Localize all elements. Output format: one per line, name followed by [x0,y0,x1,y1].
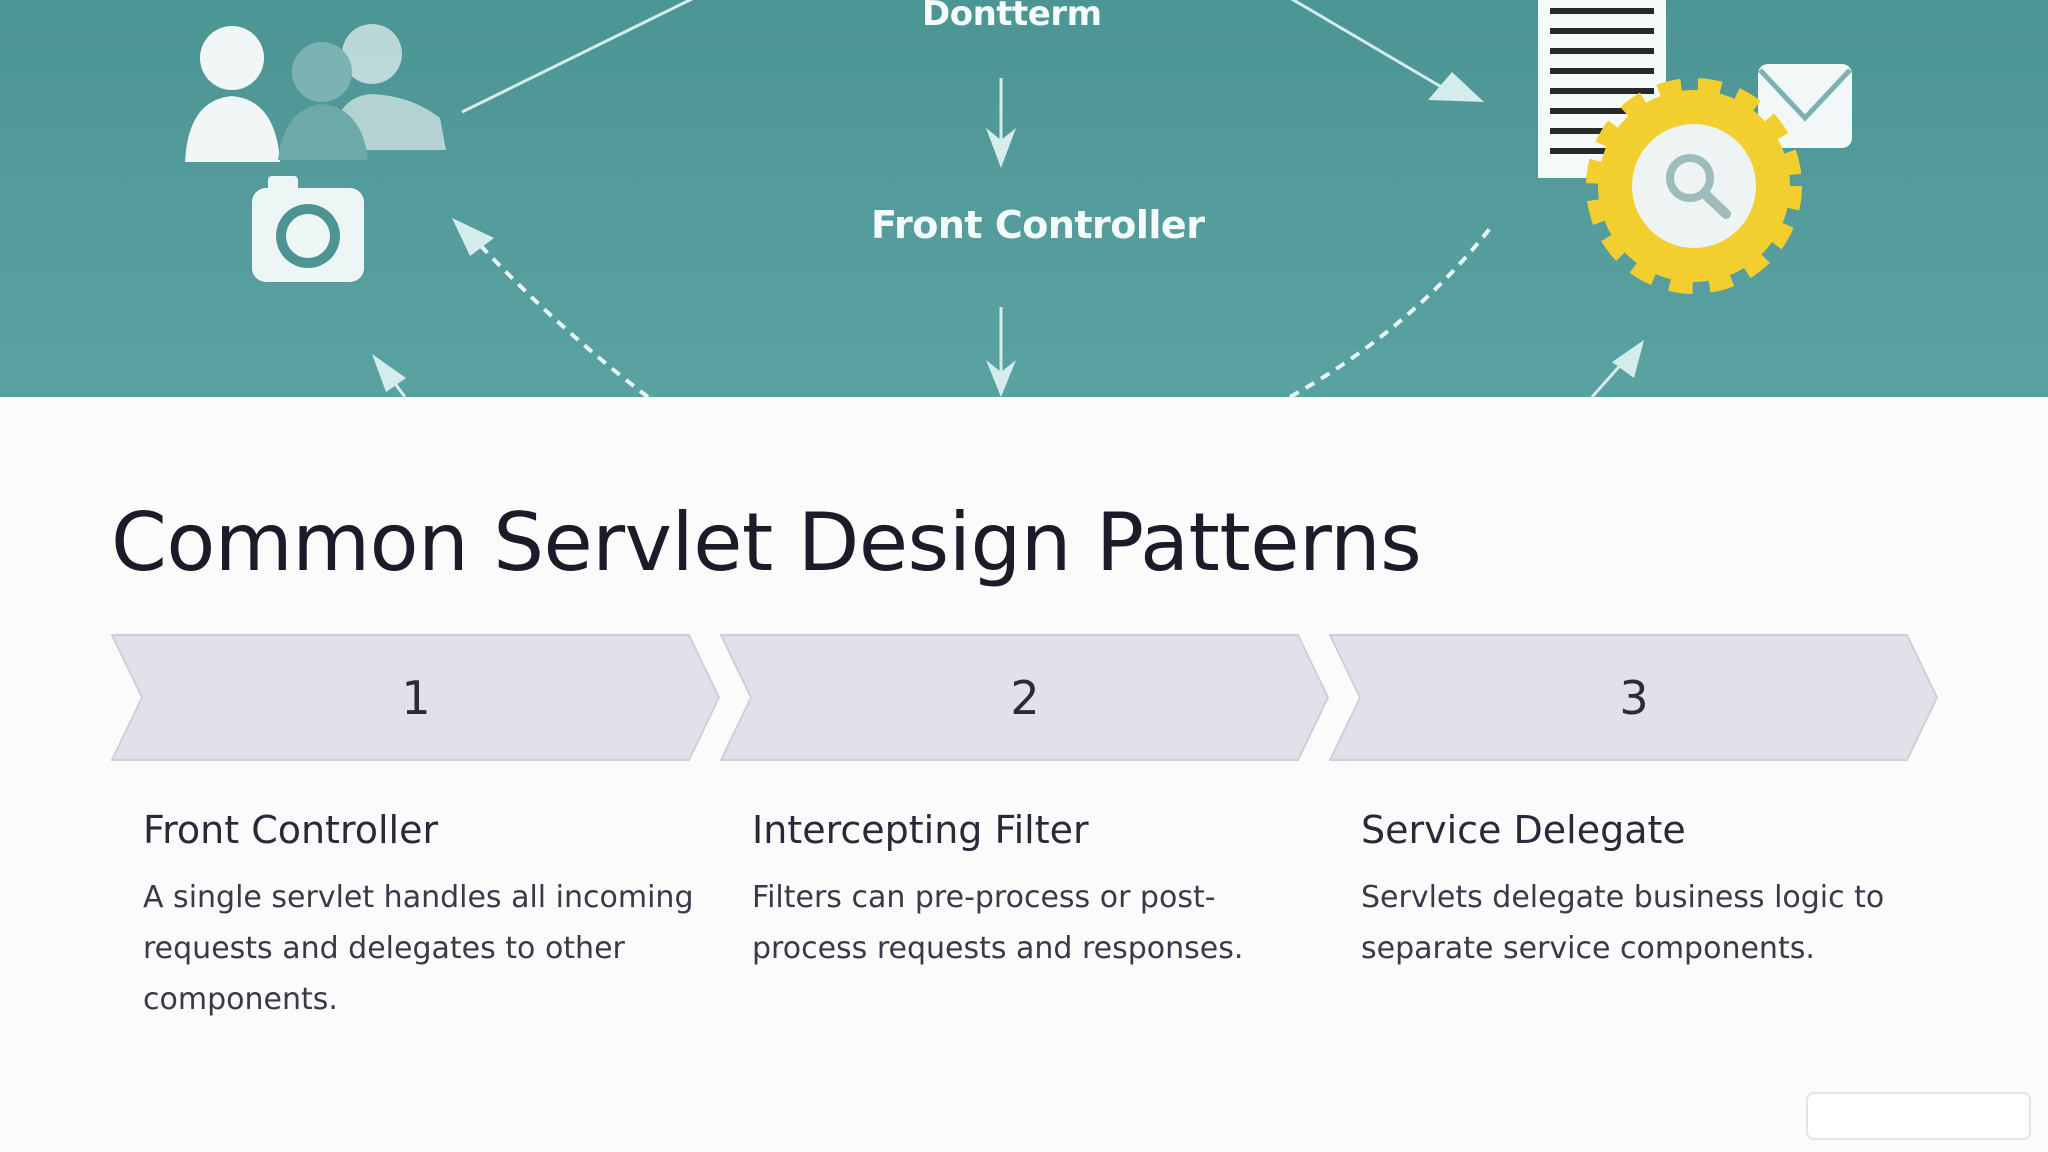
pattern-description: Filters can pre-process or post-process … [752,880,1244,966]
search-icon [1666,154,1731,219]
pattern-column-3: Service Delegate Servlets delegate busin… [1361,808,1921,974]
pattern-title: Service Delegate [1361,808,1686,852]
step-chevron-2: 2 [720,634,1330,761]
step-number: 1 [401,670,431,725]
pattern-description: A single servlet handles all incoming re… [143,880,694,1017]
step-chevron-1: 1 [111,634,721,761]
step-chevron-3: 3 [1329,634,1939,761]
arrow-down-top [986,78,1016,168]
pattern-column-1: Front Controller A single servlet handle… [143,808,703,1025]
architecture-diagram [185,0,1852,397]
step-number: 2 [1010,670,1040,725]
corner-badge[interactable] [1806,1092,2031,1140]
chevron-shape [720,634,1330,761]
gear-icon [1586,78,1802,294]
arrow-down-bottom [986,307,1016,397]
diagram-label-front-controller: Front Controller [871,203,1205,247]
pattern-title: Intercepting Filter [752,808,1089,852]
arrow-bottom-left [372,354,407,397]
dashed-return-arrow [452,218,650,397]
arrow-line [461,0,694,114]
slide-title: Common Servlet Design Patterns [111,496,1422,589]
pattern-title: Front Controller [143,808,439,852]
users-icon [185,24,446,162]
hero-illustration: Dontterm Front Controller [0,0,2048,397]
dashed-arrow-right [1289,224,1494,397]
chevron-shape [1329,634,1939,761]
chevron-shape [111,634,721,761]
arrow-to-document [1290,0,1484,102]
step-number: 3 [1619,670,1649,725]
diagram-label-top: Dontterm [922,0,1102,34]
arrow-bottom-right [1590,340,1644,397]
pattern-column-2: Intercepting Filter Filters can pre-proc… [752,808,1312,974]
camera-icon [252,176,364,282]
pattern-description: Servlets delegate business logic to sepa… [1361,880,1885,966]
